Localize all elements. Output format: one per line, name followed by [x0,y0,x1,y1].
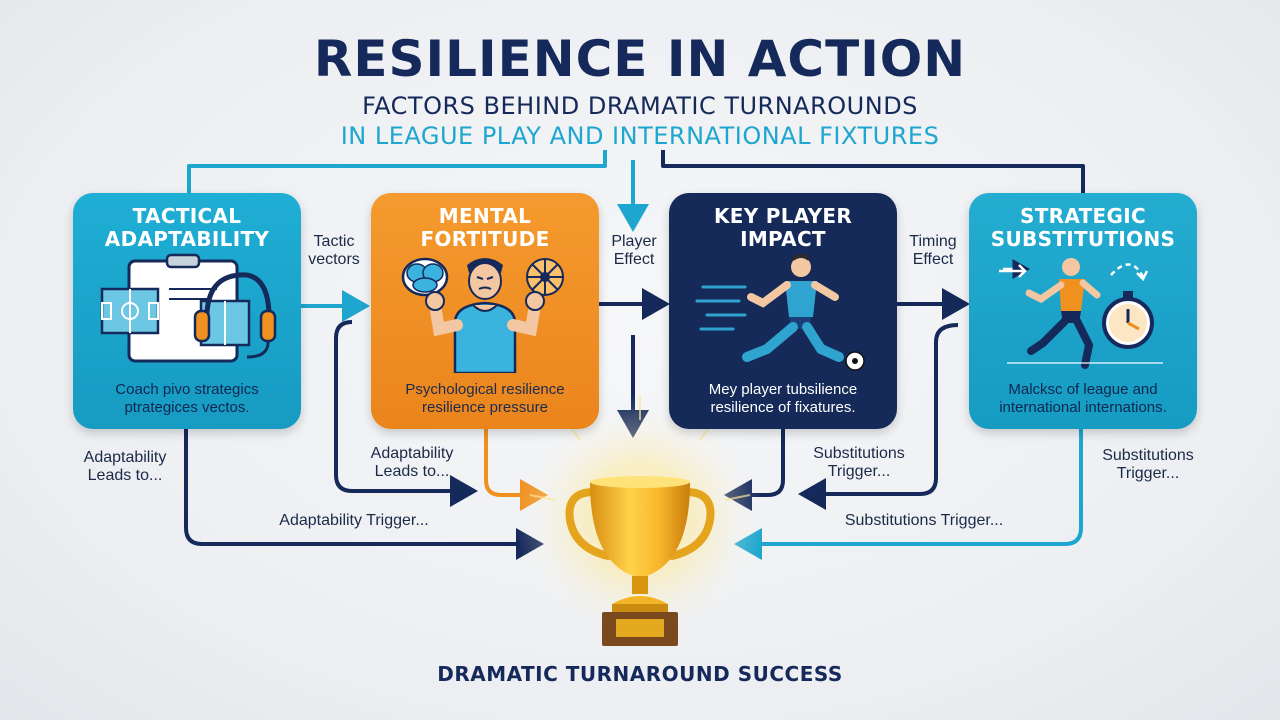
card-title: STRATEGIC SUBSTITUTIONS [990,204,1176,251]
runner-stopwatch-icon [999,258,1163,369]
card-key-player-impact: KEY PLAYER IMPACT Mey player tubsilience… [669,193,897,429]
athlete-icon [425,258,545,373]
card-strategic-substitutions: STRATEGIC SUBSTITUTIONS Malcksc of leagu… [969,193,1197,429]
label-adaptability-leads-mid: Adaptability Leads to... [370,445,454,480]
subtitle-line-2: IN LEAGUE PLAY AND INTERNATIONAL FIXTURE… [340,122,940,150]
arrow-mid-left [334,320,478,507]
label-adaptability-leads-left: Adaptability Leads to... [83,449,167,484]
network-icon [526,258,564,296]
arrow-mid-right [798,323,959,510]
top-arrow-right [661,150,1085,193]
label-substitutions-trigger-mid: Substitutions Trigger... [813,445,905,480]
trophy-icon [515,395,765,646]
page-title: RESILIENCE IN ACTION [313,30,967,88]
card-description: Coach pivo strategics ptrategices vectos… [115,381,259,416]
arrow-mental-down [484,429,548,511]
outcome-label: DRAMATIC TURNAROUND SUCCESS [437,662,843,686]
label-adaptability-trigger: Adaptability Trigger... [279,512,429,529]
brain-athlete-network-icon [401,257,564,373]
card-title: TACTICAL ADAPTABILITY [104,204,270,251]
kicking-player-icon [695,254,865,371]
card-title: MENTAL FORTITUDE [420,204,550,251]
card-description: Mey player tubsilience resilience of fix… [708,381,858,416]
arrow-bottom-right [734,429,1083,560]
card-description: Psychological resilience resilience pres… [405,381,565,416]
subtitle-line-1: FACTORS BEHIND DRAMATIC TURNAROUNDS [362,92,918,120]
label-tactic-vectors: Tactic vectors [308,233,360,268]
card-description: Malcksc of league and international inte… [999,381,1167,416]
card-tactical-adaptability: TACTICAL ADAPTABILITY Coach pivo strateg… [73,193,301,429]
label-substitutions-trigger-right: Substitutions Trigger... [1102,447,1194,482]
arrow-key-down [724,429,785,511]
card-title: KEY PLAYER IMPACT [713,204,853,251]
clipboard-headset-icon [100,253,277,363]
brain-icon [401,257,449,297]
arrow-bottom-left [184,429,544,560]
top-arrow-left [187,150,607,193]
card-mental-fortitude: MENTAL FORTITUDE [371,193,599,429]
label-player-effect: Player Effect [611,233,657,268]
label-timing-effect: Timing Effect [909,233,957,268]
label-substitutions-trigger-bottom: Substitutions Trigger... [844,512,1004,529]
